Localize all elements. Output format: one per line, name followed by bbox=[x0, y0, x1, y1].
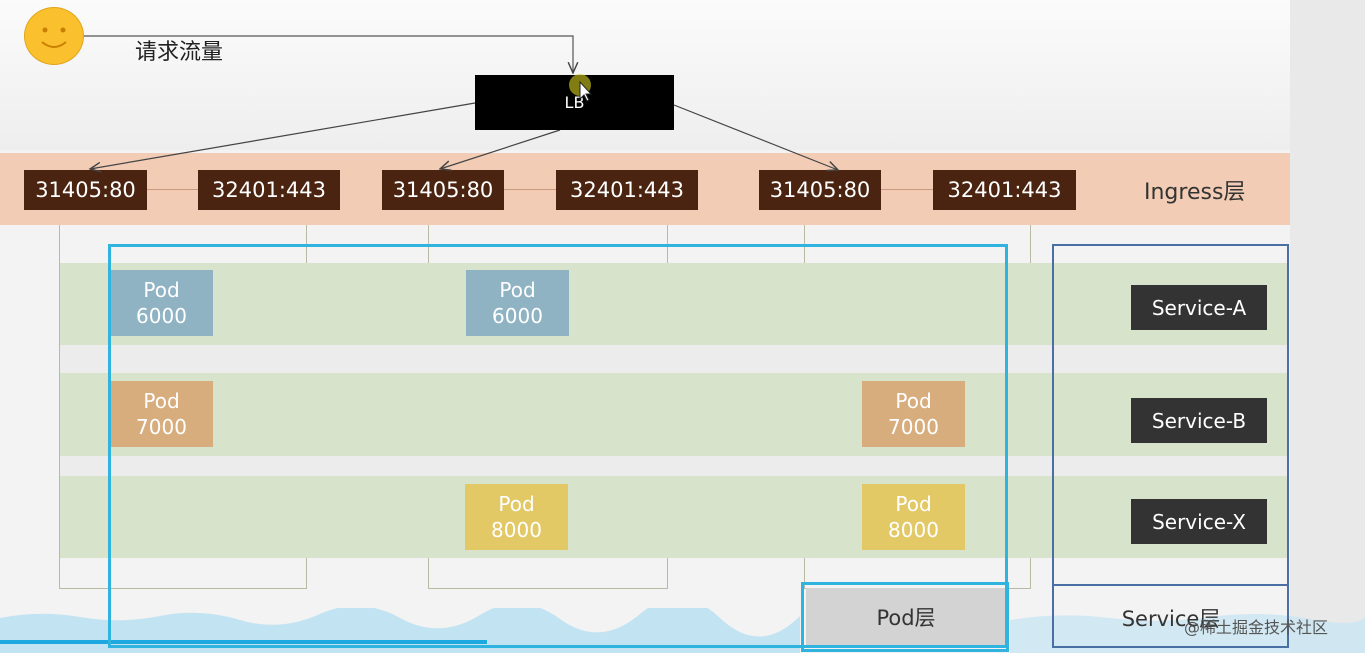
mouse-cursor-icon bbox=[569, 74, 593, 102]
port-connector-1 bbox=[147, 189, 198, 190]
ingress-port-3-http: 31405:80 bbox=[759, 170, 881, 210]
service-layer-label: Service层 bbox=[1121, 607, 1221, 631]
service-x-box: Service-X bbox=[1131, 499, 1267, 544]
video-progress-bar[interactable] bbox=[0, 640, 487, 644]
arrow-user-to-lb bbox=[84, 35, 573, 73]
ingress-port-2-http: 31405:80 bbox=[382, 170, 504, 210]
pod-port: 7000 bbox=[136, 415, 187, 439]
pod-port: 8000 bbox=[888, 518, 939, 542]
pod-service-x-1: Pod 8000 bbox=[465, 484, 568, 550]
pod-label: Pod bbox=[143, 389, 180, 413]
pod-layer-outline bbox=[108, 244, 1008, 648]
ingress-layer-label: Ingress层 bbox=[1144, 180, 1246, 205]
pod-label: Pod bbox=[895, 492, 932, 516]
row-gap-2 bbox=[60, 456, 1288, 476]
pod-layer-label-box: Pod层 bbox=[806, 588, 1006, 646]
ingress-port-2-https: 32401:443 bbox=[556, 170, 698, 210]
port-connector-2 bbox=[504, 189, 556, 190]
pod-service-b-1: Pod 7000 bbox=[110, 381, 213, 447]
pod-label: Pod bbox=[895, 389, 932, 413]
pod-label: Pod bbox=[498, 492, 535, 516]
pod-label: Pod bbox=[143, 278, 180, 302]
pod-service-a-1: Pod 6000 bbox=[110, 270, 213, 336]
pod-service-b-2: Pod 7000 bbox=[862, 381, 965, 447]
arrow-lb-to-ingress-2 bbox=[440, 129, 561, 169]
arrow-lb-to-ingress-1 bbox=[90, 102, 476, 169]
ingress-port-1-http: 31405:80 bbox=[24, 170, 147, 210]
user-smiley-icon bbox=[24, 7, 84, 65]
pod-label: Pod bbox=[499, 278, 536, 302]
service-layer-label-box: Service层 bbox=[1056, 590, 1286, 646]
service-b-row bbox=[60, 373, 1288, 456]
load-balancer-label: LB bbox=[564, 93, 585, 112]
pod-port: 8000 bbox=[491, 518, 542, 542]
pod-layer-label: Pod层 bbox=[876, 606, 936, 630]
traffic-label: 请求流量 bbox=[135, 40, 224, 65]
pod-service-a-2: Pod 6000 bbox=[466, 270, 569, 336]
service-layer-label-outline bbox=[1052, 584, 1289, 648]
service-a-row bbox=[60, 263, 1288, 345]
row-gap-1 bbox=[60, 345, 1288, 373]
service-b-box: Service-B bbox=[1131, 398, 1267, 443]
watermark: @稀土掘金技术社区 bbox=[1184, 618, 1329, 637]
ingress-port-1-https: 32401:443 bbox=[198, 170, 340, 210]
arrow-lb-to-ingress-3 bbox=[673, 104, 838, 170]
service-a-box: Service-A bbox=[1131, 285, 1267, 330]
pod-layer-label-outline bbox=[801, 582, 1009, 652]
ingress-port-3-https: 32401:443 bbox=[933, 170, 1076, 210]
right-margin bbox=[1290, 0, 1365, 653]
pod-port: 7000 bbox=[888, 415, 939, 439]
pod-port: 6000 bbox=[136, 304, 187, 328]
service-x-row bbox=[60, 476, 1288, 558]
pod-service-x-2: Pod 8000 bbox=[862, 484, 965, 550]
pod-port: 6000 bbox=[492, 304, 543, 328]
port-connector-3 bbox=[881, 189, 933, 190]
